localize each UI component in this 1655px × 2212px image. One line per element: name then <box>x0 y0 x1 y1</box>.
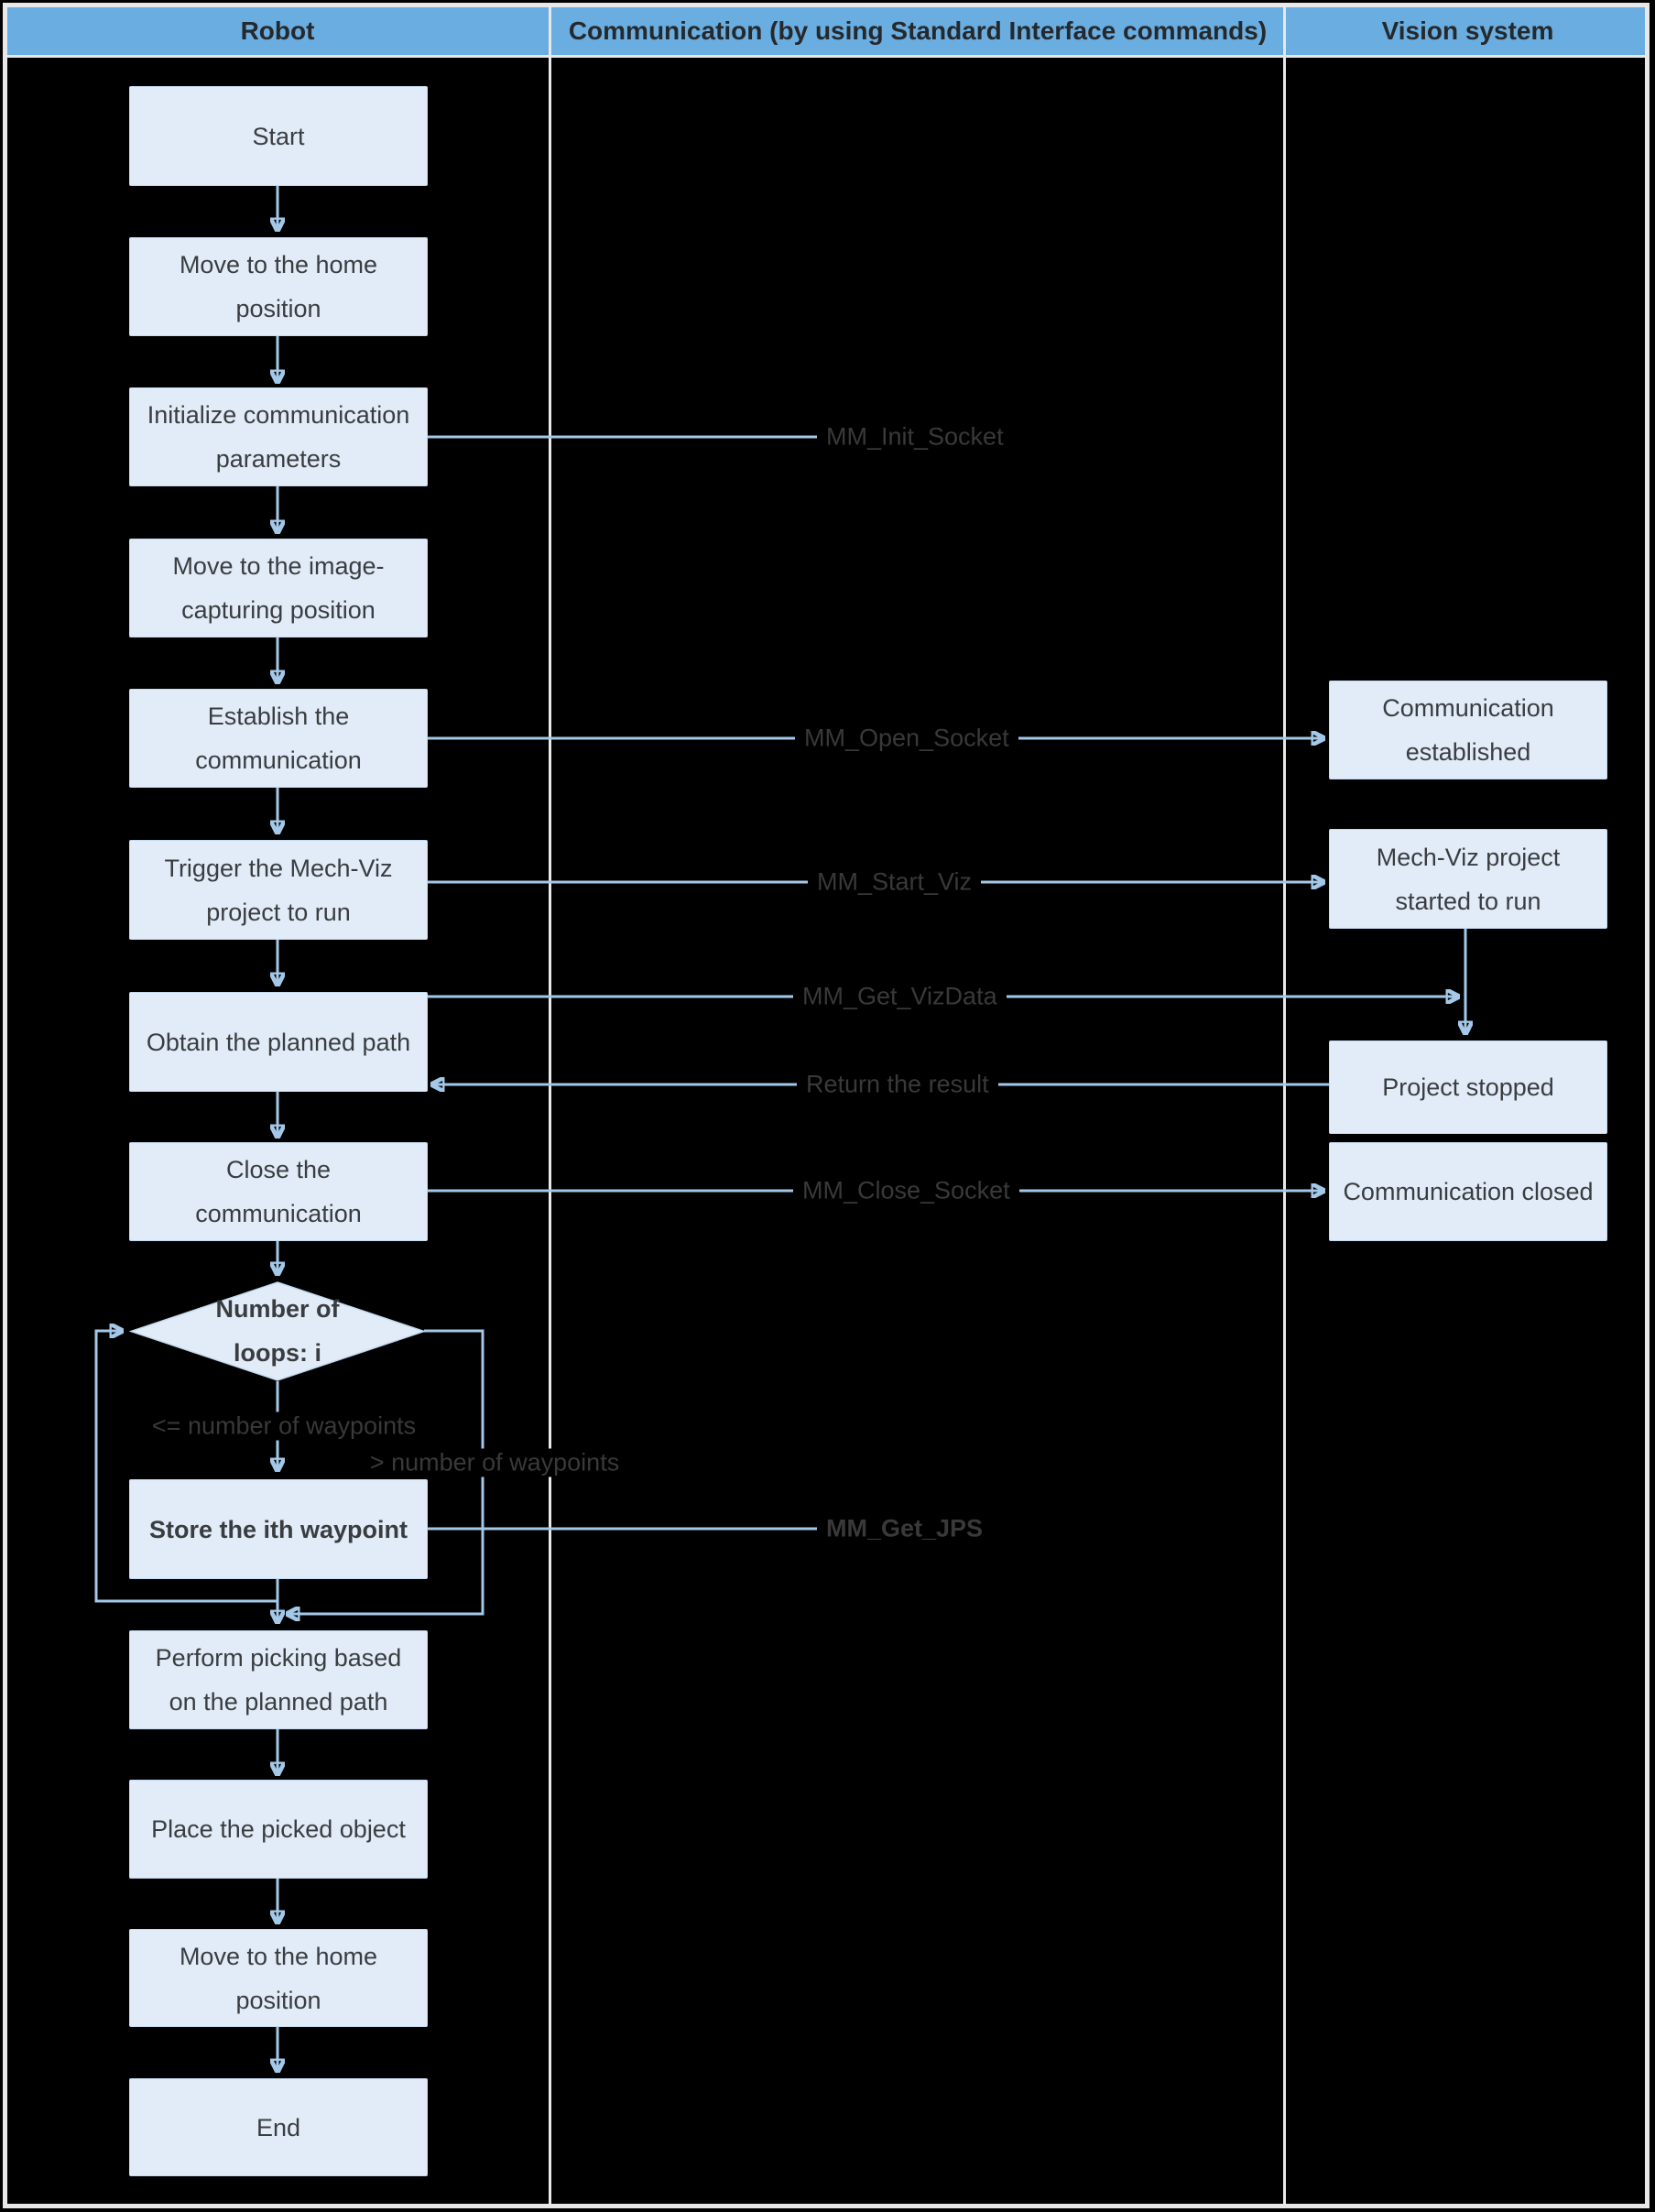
command-mm-start-viz: MM_Start_Viz <box>808 867 982 897</box>
node-move-to-home-position: Move to the home position <box>129 237 428 336</box>
node-establish-communication: Establish the communication <box>129 689 428 788</box>
command-mm-get-jps: MM_Get_JPS <box>817 1514 993 1543</box>
node-end: End <box>129 2078 428 2176</box>
node-store-ith-waypoint: Store the ith waypoint <box>129 1479 428 1579</box>
node-move-to-home-position-2: Move to the home position <box>129 1929 428 2027</box>
node-initialize-communication-parameters: Initialize communication parameters <box>129 387 428 486</box>
node-mechviz-project-started: Mech-Viz project started to run <box>1329 829 1607 929</box>
column-header-robot: Robot <box>240 16 315 45</box>
node-place-picked-object: Place the picked object <box>129 1780 428 1879</box>
column-divider-communication-vision <box>1283 7 1286 2204</box>
column-header-vision: Vision system <box>1381 16 1554 45</box>
decision-diamond <box>128 1281 427 1381</box>
node-trigger-mechviz-project: Trigger the Mech-Viz project to run <box>129 840 428 940</box>
branch-label-less-equal-waypoints: <= number of waypoints <box>142 1411 426 1441</box>
command-mm-open-socket: MM_Open_Socket <box>795 724 1018 753</box>
command-return-the-result: Return the result <box>797 1070 998 1099</box>
node-close-communication: Close the communication <box>129 1142 428 1241</box>
command-mm-init-socket: MM_Init_Socket <box>817 422 1013 452</box>
node-obtain-planned-path: Obtain the planned path <box>129 992 428 1092</box>
node-project-stopped: Project stopped <box>1329 1041 1607 1134</box>
decision-number-of-loops-label: Number of loops: i <box>215 1295 340 1367</box>
column-divider-robot-communication <box>549 7 551 2204</box>
command-mm-close-socket: MM_Close_Socket <box>793 1176 1019 1205</box>
header-band <box>7 7 1645 55</box>
outer-frame <box>3 3 1650 2208</box>
header-underline <box>7 55 1645 58</box>
command-mm-get-vizdata: MM_Get_VizData <box>793 982 1007 1011</box>
node-communication-closed: Communication closed <box>1329 1142 1607 1241</box>
node-communication-established: Communication established <box>1329 681 1607 779</box>
column-header-communication: Communication (by using Standard Interfa… <box>568 16 1268 45</box>
node-start: Start <box>129 86 428 186</box>
branch-label-greater-waypoints: > number of waypoints <box>360 1448 629 1477</box>
node-move-to-image-capturing-position: Move to the image-capturing position <box>129 539 428 637</box>
node-perform-picking: Perform picking based on the planned pat… <box>129 1630 428 1729</box>
